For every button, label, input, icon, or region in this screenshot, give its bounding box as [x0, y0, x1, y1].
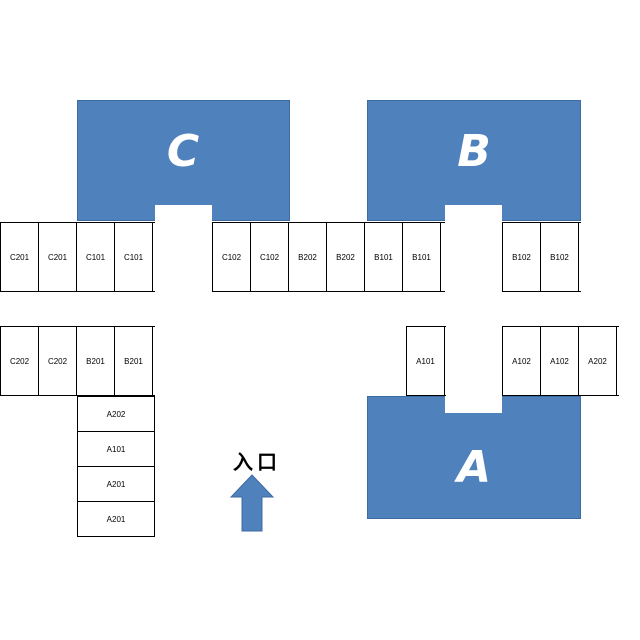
parking-space[interactable]: A102 [541, 327, 579, 395]
building-c-notch [155, 205, 212, 222]
lower-row-left: C202 C202 B201 B201 [0, 326, 155, 396]
parking-space[interactable]: B102 [503, 223, 541, 291]
parking-space[interactable]: A101 [407, 327, 445, 395]
building-b-label: B [457, 126, 491, 177]
parking-space[interactable]: A202 [579, 327, 617, 395]
parking-space[interactable]: C202 [1, 327, 39, 395]
parking-space[interactable]: A102 [503, 327, 541, 395]
building-c-label: C [166, 126, 200, 177]
parking-space[interactable]: C202 [39, 327, 77, 395]
up-arrow-icon [230, 474, 274, 532]
parking-space[interactable]: C101 [77, 223, 115, 291]
building-a-label: A [456, 442, 492, 493]
building-c [77, 100, 290, 221]
parking-space[interactable]: C201 [39, 223, 77, 291]
building-a [367, 396, 581, 519]
upper-row-left: C201 C201 C101 C101 [0, 222, 155, 292]
upper-row-far-right: B102 B102 [502, 222, 581, 292]
entrance-label: 入口 [233, 452, 281, 474]
parking-space[interactable]: C102 [213, 223, 251, 291]
parking-space[interactable]: C101 [115, 223, 153, 291]
column-stack: A202 A101 A201 A201 [77, 396, 155, 537]
parking-space[interactable]: B201 [115, 327, 153, 395]
lower-row-right: A102 A102 A202 [502, 326, 619, 396]
parking-space[interactable]: A201 [78, 466, 154, 501]
parking-space[interactable]: B202 [289, 223, 327, 291]
parking-space[interactable]: C102 [251, 223, 289, 291]
building-a-notch [445, 395, 502, 413]
parking-space[interactable]: B102 [541, 223, 579, 291]
parking-space[interactable]: B101 [403, 223, 441, 291]
parking-space[interactable]: B202 [327, 223, 365, 291]
parking-space[interactable]: A202 [78, 396, 154, 431]
upper-row-right: C102 C102 B202 B202 B101 B101 [212, 222, 445, 292]
building-b-notch [445, 205, 502, 222]
building-b [367, 100, 581, 221]
parking-space[interactable]: B201 [77, 327, 115, 395]
lower-row-mid: A101 [406, 326, 446, 396]
parking-space[interactable]: B101 [365, 223, 403, 291]
parking-space[interactable]: A101 [78, 431, 154, 466]
parking-space[interactable]: C201 [1, 223, 39, 291]
parking-space[interactable]: A201 [78, 501, 154, 536]
